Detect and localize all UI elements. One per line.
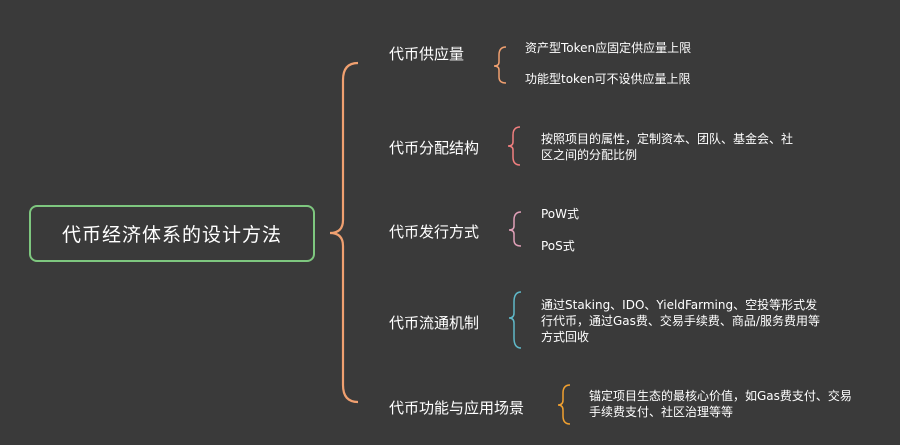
leaf-function-1: 锚定项目生态的最核心价值，如Gas费支付、交易手续费支付、社区治理等等 bbox=[589, 389, 852, 419]
brace-issuance bbox=[508, 211, 522, 247]
leaf-circulation-1: 通过Staking、IDO、YieldFarming、空投等形式发行代币，通过G… bbox=[541, 298, 820, 344]
branch-function: 代币功能与应用场景 bbox=[389, 399, 525, 417]
leaf-supply-1: 资产型Token应固定供应量上限 bbox=[525, 41, 692, 55]
branch-circulation: 代币流通机制 bbox=[389, 314, 480, 332]
branch-supply: 代币供应量 bbox=[389, 45, 465, 63]
brace-allocation bbox=[507, 126, 521, 166]
leaf-issuance-1: PoW式 bbox=[541, 207, 580, 221]
root-node: 代币经济体系的设计方法 bbox=[29, 205, 315, 262]
branch-allocation: 代币分配结构 bbox=[389, 139, 480, 157]
brace-circulation bbox=[508, 291, 522, 349]
main-brace bbox=[329, 61, 359, 404]
leaf-allocation-1: 按照项目的属性，定制资本、团队、基金会、社区之间的分配比例 bbox=[541, 132, 794, 162]
brace-supply bbox=[493, 46, 507, 84]
leaf-supply-2: 功能型token可不设供应量上限 bbox=[525, 72, 691, 86]
leaf-issuance-2: PoS式 bbox=[541, 239, 575, 253]
brace-function bbox=[557, 384, 571, 425]
branch-issuance: 代币发行方式 bbox=[389, 223, 480, 241]
root-label: 代币经济体系的设计方法 bbox=[61, 224, 282, 246]
